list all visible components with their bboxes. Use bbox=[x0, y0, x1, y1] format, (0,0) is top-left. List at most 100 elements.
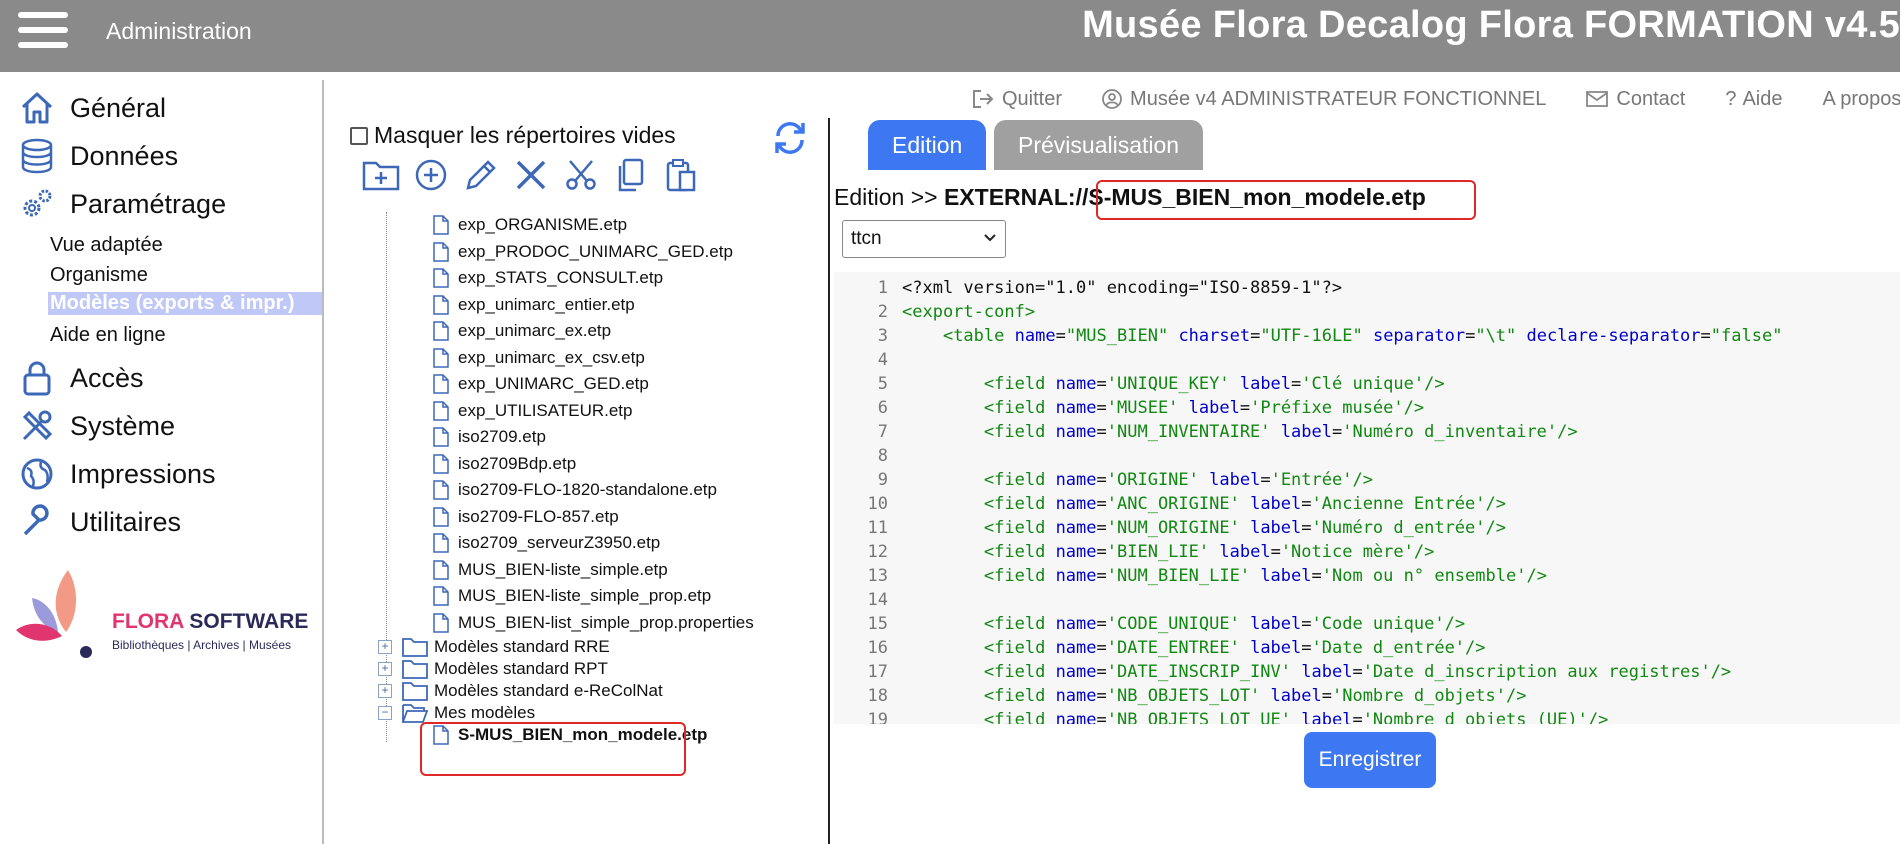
tree-file[interactable]: MUS_BIEN-liste_simple.etp bbox=[432, 557, 668, 583]
user-label: Musée v4 ADMINISTRATEUR FONCTIONNEL bbox=[1130, 87, 1547, 110]
code-line: 19 <field name='NB_OBJETS_LOT_UE' label=… bbox=[867, 710, 1609, 724]
nav-impressions[interactable]: Impressions bbox=[18, 454, 216, 494]
top-links: Quitter Musée v4 ADMINISTRATEUR FONCTION… bbox=[972, 86, 1900, 112]
tree-file[interactable]: exp_unimarc_ex.etp bbox=[432, 318, 611, 344]
tree-file-selected[interactable]: S-MUS_BIEN_mon_modele.etp bbox=[432, 722, 707, 748]
nav-utilitaires[interactable]: Utilitaires bbox=[18, 502, 181, 542]
nav-parametrage[interactable]: Paramétrage bbox=[18, 184, 226, 224]
nav-parametrage-label: Paramétrage bbox=[70, 188, 227, 219]
file-label: exp_unimarc_ex_csv.etp bbox=[458, 347, 645, 367]
folder-mes-modeles[interactable]: −Mes modèles bbox=[378, 700, 535, 726]
hide-empty-checkbox[interactable] bbox=[350, 126, 368, 145]
tree-guide-line bbox=[386, 212, 387, 742]
file-label: exp_ORGANISME.etp bbox=[458, 215, 628, 234]
tab-previsualisation[interactable]: Prévisualisation bbox=[994, 120, 1204, 170]
aide-link[interactable]: ? Aide bbox=[1725, 86, 1782, 112]
tree-file[interactable]: exp_UNIMARC_GED.etp bbox=[432, 371, 649, 397]
exit-icon bbox=[973, 90, 994, 108]
left-nav: Général Données Paramétrage Vue adaptée … bbox=[0, 80, 324, 844]
code-line: 18 <field name='NB_OBJETS_LOT' label='No… bbox=[867, 686, 1527, 706]
tree-file[interactable]: iso2709Bdp.etp bbox=[432, 451, 576, 477]
paste-icon[interactable] bbox=[656, 154, 706, 196]
file-label: exp_PRODOC_UNIMARC_GED.etp bbox=[458, 241, 733, 261]
new-folder-icon[interactable] bbox=[356, 154, 406, 196]
tree-file[interactable]: exp_unimarc_entier.etp bbox=[432, 292, 635, 318]
expand-icon[interactable]: + bbox=[378, 640, 392, 654]
help-icon: ? bbox=[1725, 87, 1737, 110]
code-line: 8 bbox=[877, 446, 888, 466]
user-link[interactable]: Musée v4 ADMINISTRATEUR FONCTIONNEL bbox=[1102, 86, 1546, 112]
apropos-label: A propos bbox=[1822, 87, 1900, 110]
tree-toolbar bbox=[356, 154, 706, 196]
code-line: 4 bbox=[877, 350, 888, 370]
nav-systeme[interactable]: Système bbox=[18, 406, 175, 446]
tree-file[interactable]: exp_STATS_CONSULT.etp bbox=[432, 265, 663, 291]
file-icon bbox=[433, 533, 449, 553]
code-line: 16 <field name='DATE_ENTREE' label='Date… bbox=[867, 638, 1486, 658]
menu-icon[interactable] bbox=[18, 12, 68, 48]
gears-icon bbox=[18, 185, 56, 223]
aide-label: Aide bbox=[1742, 87, 1783, 110]
hide-empty-toggle[interactable]: Masquer les répertoires vides bbox=[350, 122, 676, 149]
quitter-link[interactable]: Quitter bbox=[972, 86, 1062, 112]
edit-pencil-icon[interactable] bbox=[456, 154, 506, 196]
file-icon bbox=[433, 294, 449, 315]
flora-logo: FLORA SOFTWARE Bibliothèques | Archives … bbox=[14, 570, 314, 670]
tree-file[interactable]: MUS_BIEN-liste_simple_prop.etp bbox=[432, 583, 711, 609]
file-icon bbox=[433, 480, 449, 500]
tree-file[interactable]: exp_ORGANISME.etp bbox=[432, 212, 627, 238]
tree-file[interactable]: exp_unimarc_ex_csv.etp bbox=[432, 345, 645, 371]
code-line: 17 <field name='DATE_INSCRIP_INV' label=… bbox=[867, 662, 1732, 682]
nav-sub-aide-en-ligne[interactable]: Aide en ligne bbox=[50, 324, 166, 346]
copy-icon[interactable] bbox=[606, 154, 656, 196]
nav-acces[interactable]: Accès bbox=[18, 358, 144, 398]
edit-path-file: S-MUS_BIEN_mon_modele.etp bbox=[1088, 184, 1426, 210]
save-button[interactable]: Enregistrer bbox=[1304, 732, 1436, 788]
mail-icon bbox=[1586, 91, 1609, 107]
highlight-box bbox=[420, 722, 686, 776]
tree-file[interactable]: iso2709-FLO-1820-standalone.etp bbox=[432, 477, 717, 503]
tree-file[interactable]: iso2709.etp bbox=[432, 424, 546, 450]
file-label: MUS_BIEN-list_simple_prop.properties bbox=[458, 612, 754, 632]
tree-file[interactable]: exp_PRODOC_UNIMARC_GED.etp bbox=[432, 239, 733, 265]
logo-tagline: Bibliothèques | Archives | Musées bbox=[112, 638, 291, 652]
database-icon bbox=[18, 137, 56, 175]
expand-icon[interactable]: + bbox=[378, 662, 392, 676]
wrench-icon bbox=[18, 503, 56, 541]
cut-icon[interactable] bbox=[556, 154, 606, 196]
nav-sub-organisme[interactable]: Organisme bbox=[50, 264, 148, 286]
file-label: MUS_BIEN-liste_simple_prop.etp bbox=[458, 586, 712, 605]
code-line: 15 <field name='CODE_UNIQUE' label='Code… bbox=[867, 614, 1466, 634]
add-icon[interactable] bbox=[406, 154, 456, 196]
nav-sub-modeles[interactable]: Modèles (exports & impr.) bbox=[48, 292, 322, 315]
tab-edition[interactable]: Edition bbox=[868, 120, 987, 170]
folder-label: Modèles standard RPT bbox=[434, 659, 608, 678]
nav-sub-vue-adaptee[interactable]: Vue adaptée bbox=[50, 234, 163, 256]
tree-file[interactable]: exp_UTILISATEUR.etp bbox=[432, 398, 632, 424]
contact-label: Contact bbox=[1616, 87, 1686, 110]
code-line: 2<export-conf> bbox=[877, 302, 1036, 322]
delete-icon[interactable] bbox=[506, 154, 556, 196]
collapse-icon[interactable]: − bbox=[378, 706, 392, 720]
code-line: 7 <field name='NUM_INVENTAIRE' label='Nu… bbox=[877, 422, 1578, 442]
code-line: 14 bbox=[867, 590, 888, 610]
file-icon bbox=[433, 453, 449, 474]
file-icon bbox=[433, 612, 449, 633]
encoding-select[interactable]: ttcn bbox=[842, 220, 1006, 258]
tree-file[interactable]: iso2709-FLO-857.etp bbox=[432, 504, 619, 530]
file-label: exp_STATS_CONSULT.etp bbox=[458, 268, 664, 287]
code-editor[interactable]: 1<?xml version="1.0" encoding="ISO-8859-… bbox=[834, 272, 1900, 724]
tree-file[interactable]: MUS_BIEN-list_simple_prop.properties bbox=[432, 610, 754, 636]
expand-icon[interactable]: + bbox=[378, 684, 392, 698]
folder-recolnat[interactable]: +Modèles standard e-ReColNat bbox=[378, 678, 663, 704]
contact-link[interactable]: Contact bbox=[1586, 86, 1685, 112]
refresh-icon[interactable] bbox=[770, 118, 810, 163]
folder-rre[interactable]: +Modèles standard RRE bbox=[378, 634, 610, 660]
nav-general[interactable]: Général bbox=[18, 88, 166, 128]
apropos-link[interactable]: A propos bbox=[1822, 86, 1900, 112]
nav-donnees[interactable]: Données bbox=[18, 136, 178, 176]
top-bar: Administration Musée Flora Decalog Flora… bbox=[0, 0, 1900, 72]
folder-rpt[interactable]: + Modèles standard RPT bbox=[378, 656, 608, 682]
quitter-label: Quitter bbox=[1002, 87, 1063, 110]
tree-file[interactable]: iso2709_serveurZ3950.etp bbox=[432, 530, 660, 556]
